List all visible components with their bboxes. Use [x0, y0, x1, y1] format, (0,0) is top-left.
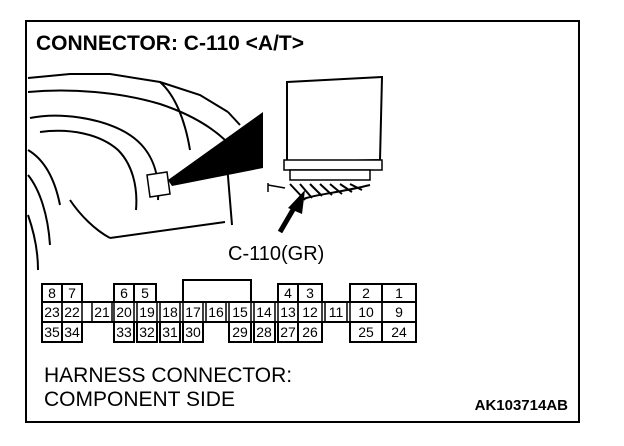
- pin-28: 28: [256, 324, 272, 340]
- pin-16: 16: [208, 304, 224, 320]
- pin-17: 17: [185, 304, 201, 320]
- connector-lock-tab: [182, 279, 252, 303]
- pin-1: 1: [395, 285, 403, 301]
- outer-frame: [25, 20, 580, 423]
- pin-31: 31: [162, 324, 178, 340]
- pin-32: 32: [139, 324, 155, 340]
- pin-15: 15: [232, 304, 248, 320]
- pin-13: 13: [280, 304, 296, 320]
- pin-34: 34: [64, 324, 80, 340]
- pin-cell: [113, 321, 135, 343]
- pin-23: 23: [44, 304, 60, 320]
- pin-9: 9: [395, 304, 403, 320]
- ecu-module: [267, 75, 384, 206]
- pin-11: 11: [329, 304, 344, 320]
- pin-21: 21: [94, 304, 110, 320]
- dashboard-illustration: [27, 73, 241, 271]
- pin-8: 8: [48, 285, 56, 301]
- pin-30: 30: [185, 324, 201, 340]
- pin-22: 22: [64, 304, 80, 320]
- pin-cell: [182, 321, 204, 343]
- pin-14: 14: [256, 304, 272, 320]
- pointer-arrow: [277, 190, 305, 234]
- pin-12: 12: [302, 304, 318, 320]
- pin-cell: [205, 301, 227, 323]
- pin-3: 3: [306, 285, 314, 301]
- pin-24: 24: [391, 324, 407, 340]
- pin-6: 6: [120, 285, 128, 301]
- caption-line-1: HARNESS CONNECTOR:: [44, 364, 292, 387]
- pin-cell: [381, 321, 417, 343]
- connector-pin-face: 8 7 6 5 4 3 2 1 23 22 21 20 19 18 17 16: [41, 279, 417, 343]
- pin-20: 20: [116, 304, 132, 320]
- pin-10: 10: [358, 304, 374, 320]
- figure-code: AK103714AB: [475, 397, 569, 414]
- dash-connector-icon: [146, 171, 171, 198]
- pin-25: 25: [358, 324, 374, 340]
- pin-cell: [91, 301, 113, 323]
- callout-wedge: [168, 112, 263, 186]
- diagram-title: CONNECTOR: C-110 <A/T>: [36, 32, 304, 55]
- caption-line-2: COMPONENT SIDE: [44, 388, 235, 411]
- pin-cell: [297, 321, 323, 343]
- pin-29: 29: [232, 324, 248, 340]
- pin-19: 19: [139, 304, 155, 320]
- pin-cell: [228, 321, 252, 343]
- pin-cell: [136, 321, 158, 343]
- pin-cell: [324, 301, 348, 323]
- pin-35: 35: [44, 324, 60, 340]
- pin-4: 4: [284, 285, 292, 301]
- connector-label: C-110(GR): [228, 243, 324, 265]
- pin-26: 26: [302, 324, 318, 340]
- pin-7: 7: [68, 285, 76, 301]
- pin-33: 33: [116, 324, 132, 340]
- pin-cell: [253, 321, 276, 343]
- pin-5: 5: [141, 285, 149, 301]
- pin-2: 2: [362, 285, 370, 301]
- pin-cell: [159, 321, 181, 343]
- pin-27: 27: [280, 324, 296, 340]
- pin-18: 18: [162, 304, 178, 320]
- pin-cell: [61, 321, 83, 343]
